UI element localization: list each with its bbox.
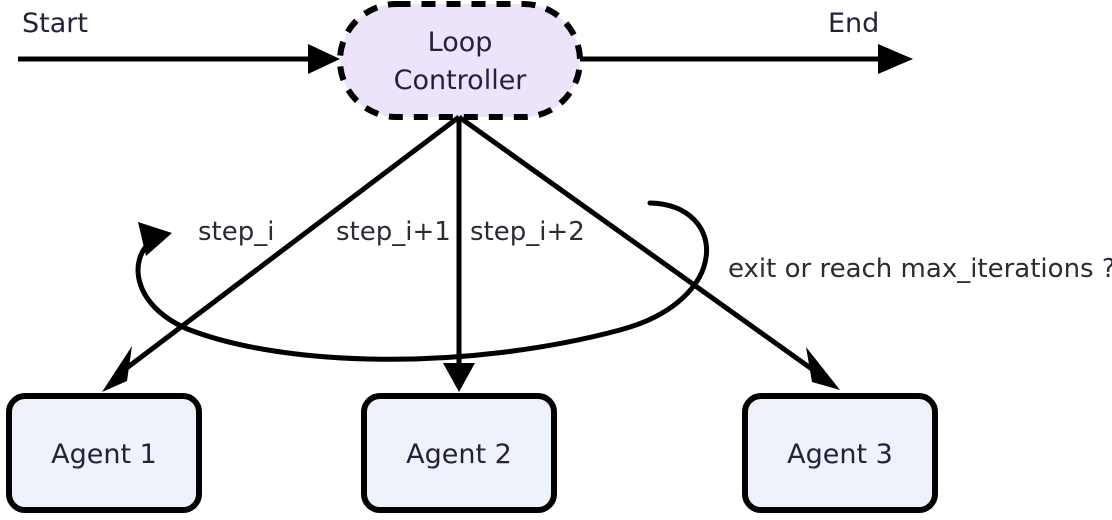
start-label: Start <box>22 8 88 39</box>
node-agent-2[interactable]: Agent 2 <box>361 393 557 513</box>
feedback-curve-line <box>135 200 709 362</box>
agent3-edge-line <box>457 114 818 375</box>
loop-controller-label-line2: Controller <box>394 65 528 96</box>
agent-1-shape[interactable] <box>6 393 202 513</box>
feedback-arrowhead-icon <box>138 222 172 256</box>
edge-label-exit-condition: exit or reach max_iterations ? <box>728 254 1112 284</box>
end-arrowhead-icon <box>878 44 913 74</box>
agent1-arrowhead-icon <box>102 346 132 392</box>
edge-label-step-i-plus-2: step_i+2 <box>470 217 585 247</box>
edge-label-step-i: step_i <box>198 217 274 247</box>
edge-label-step-i-plus-1: step_i+1 <box>336 217 451 247</box>
node-agent-1[interactable]: Agent 1 <box>6 393 202 513</box>
loop-controller-shape[interactable] <box>337 1 583 120</box>
loop-controller-label-line1: Loop <box>428 27 493 58</box>
agent2-arrowhead-icon <box>443 363 475 392</box>
agent-2-label: Agent 2 <box>406 439 512 470</box>
edge-controller-to-agent-2 <box>443 117 475 392</box>
agent3-arrowhead-icon <box>806 347 840 390</box>
edge-controller-to-agent-3 <box>457 114 840 390</box>
node-loop-controller[interactable]: Loop Controller <box>337 1 583 120</box>
edge-feedback-loop <box>135 200 709 362</box>
agent-3-shape[interactable] <box>742 393 938 513</box>
agent-3-label: Agent 3 <box>787 439 893 470</box>
end-label: End <box>828 8 879 39</box>
agent-1-label: Agent 1 <box>51 439 157 470</box>
edge-controller-to-end <box>580 44 913 74</box>
edge-start-to-controller <box>18 44 340 74</box>
agent-2-shape[interactable] <box>361 393 557 513</box>
node-agent-3[interactable]: Agent 3 <box>742 393 938 513</box>
start-arrowhead-icon <box>308 44 340 74</box>
